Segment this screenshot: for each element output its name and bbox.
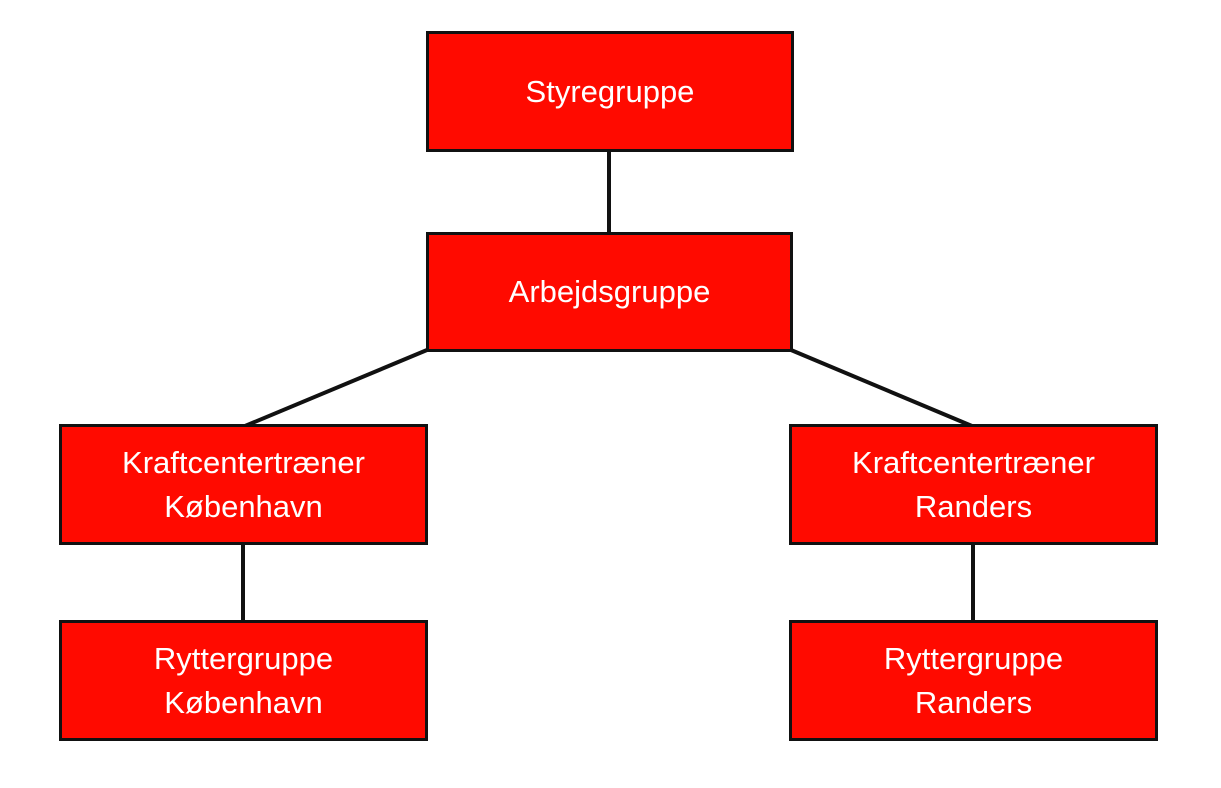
node-styregruppe: Styregruppe (426, 31, 794, 152)
node-label: Randers (914, 488, 1033, 524)
node-ryttergruppe-randers: Ryttergruppe Randers (789, 620, 1158, 741)
connector-arbejds-kraft-randers (790, 348, 973, 428)
node-label: Ryttergruppe (153, 640, 334, 676)
node-label: Kraftcentertræner (852, 444, 1095, 480)
node-label: Ryttergruppe (883, 640, 1064, 676)
node-label: Kraftcentertræner (122, 444, 365, 480)
connector-arbejds-kraft-kbh (244, 348, 428, 428)
node-arbejdsgruppe: Arbejdsgruppe (426, 232, 793, 352)
node-label: Arbejdsgruppe (508, 274, 711, 309)
node-label: København (164, 488, 323, 524)
node-label: Randers (914, 684, 1033, 720)
node-kraftcentertraener-randers: Kraftcentertræner Randers (789, 424, 1158, 545)
node-kraftcentertraener-kobenhavn: Kraftcentertræner København (59, 424, 428, 545)
node-label: København (164, 684, 323, 720)
node-ryttergruppe-kobenhavn: Ryttergruppe København (59, 620, 428, 741)
node-label: Styregruppe (525, 73, 695, 109)
